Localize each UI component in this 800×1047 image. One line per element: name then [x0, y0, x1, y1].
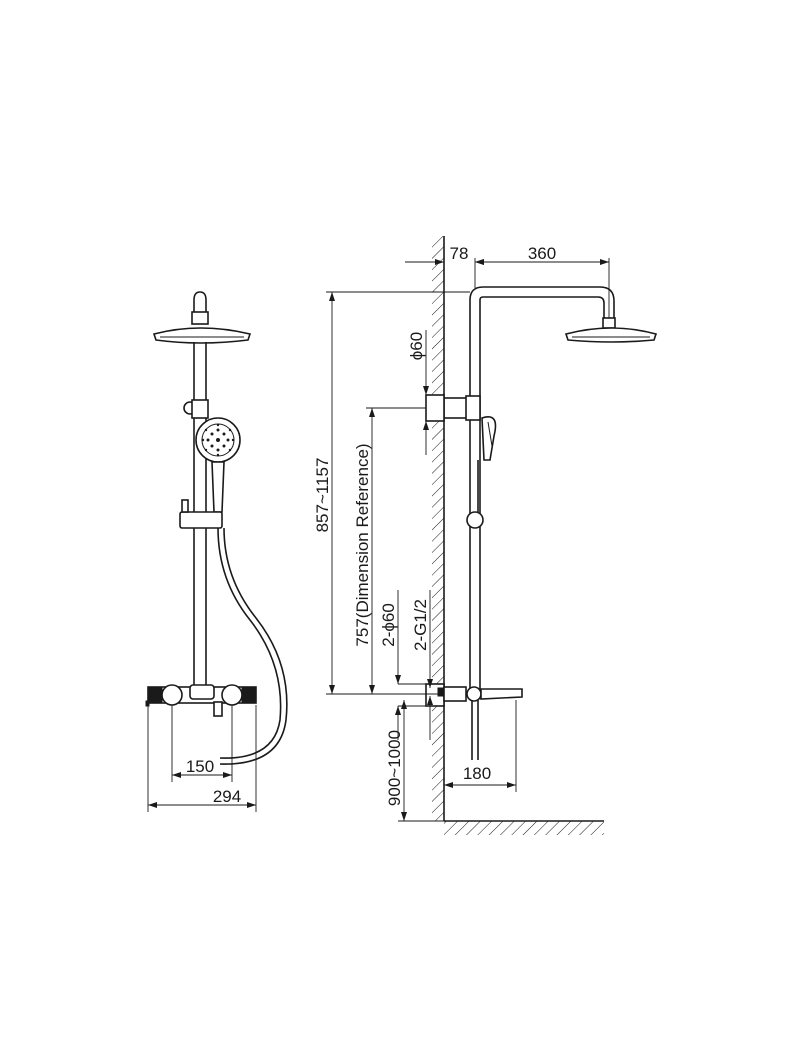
- spout-projection-label: 180: [463, 764, 491, 783]
- rain-shower-head-side: [564, 327, 658, 343]
- rain-shower-head-front: [152, 327, 252, 344]
- hand-shower-front: [195, 417, 241, 513]
- inlet-diameter-label: 2-ϕ60: [379, 603, 398, 647]
- arm-length-label: 360: [528, 244, 556, 263]
- mixer-width-label: 294: [213, 787, 241, 806]
- floor-hatch: [444, 821, 604, 835]
- thermostatic-mixer-front: [145, 684, 257, 717]
- slide-holder-front: [179, 511, 223, 529]
- front-view: 150 294: [145, 291, 288, 812]
- dimension-reference-label: 757(Dimension Reference): [353, 443, 372, 646]
- hand-shower-side: [481, 416, 497, 461]
- inlet-spacing-label: 150: [186, 757, 214, 776]
- wall-offset-label: 78: [450, 244, 469, 263]
- pipe-diameter-label: ϕ60: [407, 332, 426, 360]
- mount-height-label: 900~1000: [385, 730, 404, 806]
- height-range-label: 857~1157: [313, 458, 332, 533]
- side-view: 78 360 857~1157 757(Dimension Reference)…: [313, 236, 658, 835]
- bath-spout: [480, 688, 523, 700]
- inlet-thread-label: 2-G1/2: [411, 599, 430, 651]
- wall-hatch: [432, 236, 444, 821]
